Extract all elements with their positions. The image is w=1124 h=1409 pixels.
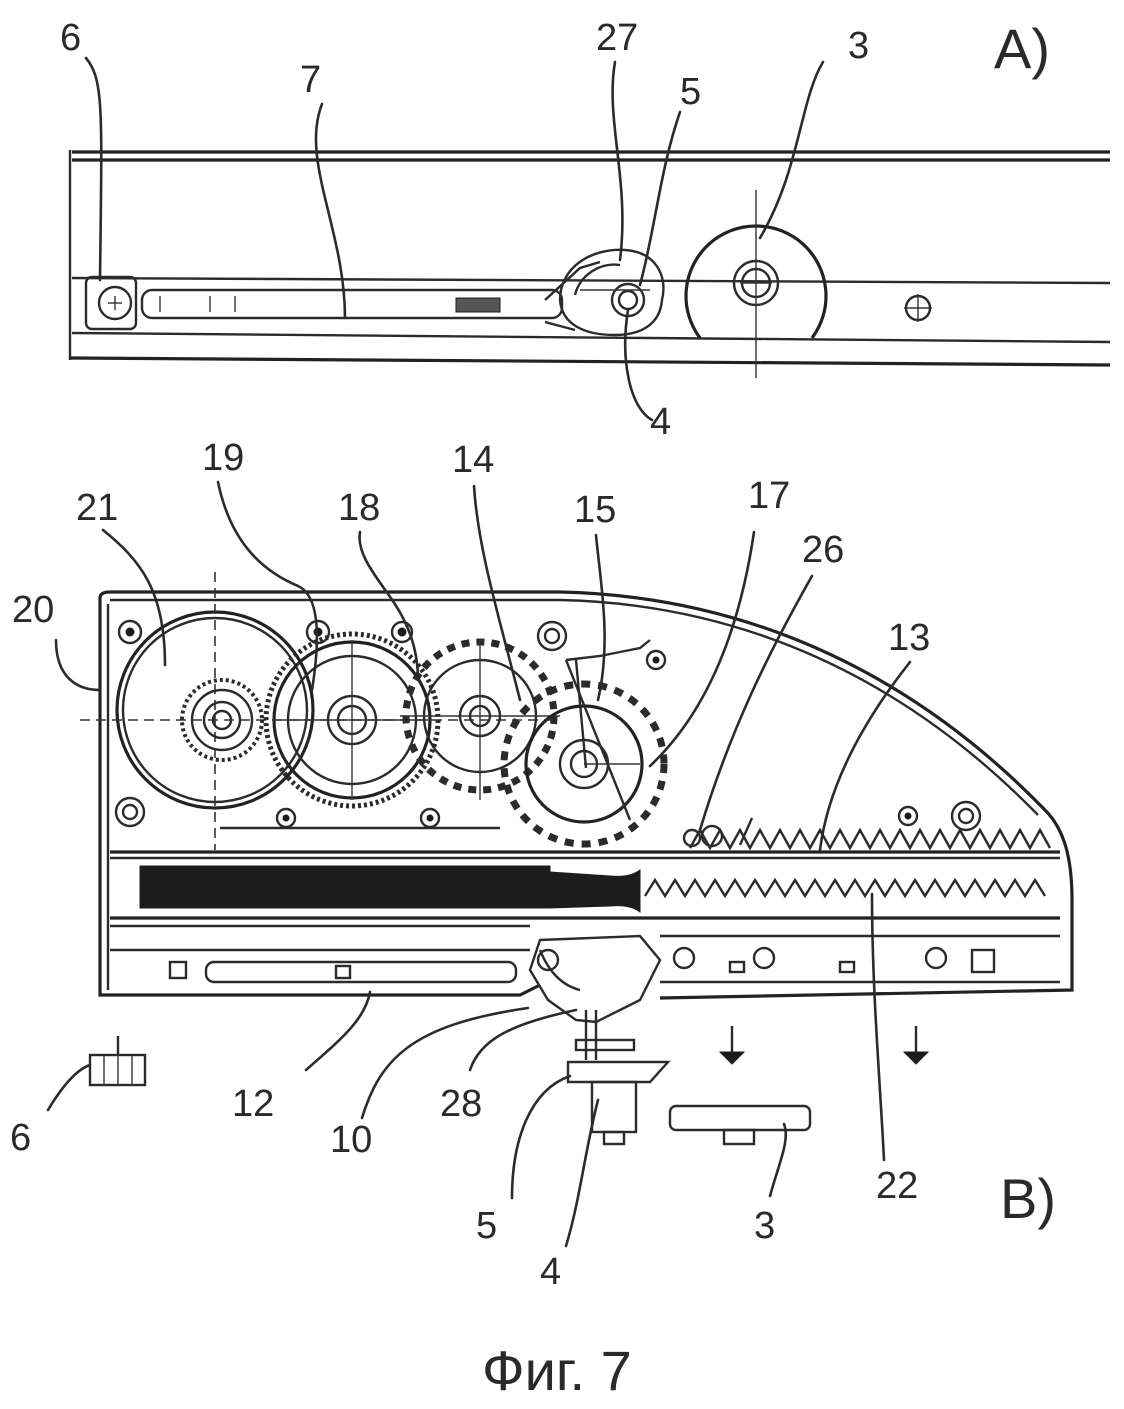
label-5-a: 5 bbox=[680, 71, 701, 113]
lower-right-rail bbox=[660, 936, 1060, 982]
label-14: 14 bbox=[452, 439, 494, 481]
leader-3-a bbox=[760, 62, 823, 238]
label-28: 28 bbox=[440, 1083, 482, 1125]
leader-21 bbox=[103, 530, 165, 665]
label-17: 17 bbox=[748, 475, 790, 517]
gear-18 bbox=[400, 640, 560, 800]
part-3-wheel bbox=[686, 190, 826, 378]
label-13: 13 bbox=[888, 617, 930, 659]
part-27-cam-assembly bbox=[560, 250, 663, 335]
leader-20 bbox=[56, 640, 100, 690]
part-6-end-block bbox=[86, 277, 136, 329]
gear-15 bbox=[504, 640, 664, 844]
leader-5-a bbox=[640, 112, 680, 285]
label-3-b: 3 bbox=[754, 1205, 775, 1247]
label-19: 19 bbox=[202, 437, 244, 479]
screw-hole-a bbox=[904, 294, 932, 322]
leader-28 bbox=[470, 1010, 576, 1070]
view-label-b: B) bbox=[1000, 1167, 1056, 1230]
label-5-b: 5 bbox=[476, 1205, 497, 1247]
label-6-b: 6 bbox=[10, 1117, 31, 1159]
view-label-a: A) bbox=[994, 17, 1050, 80]
leader-12 bbox=[306, 992, 370, 1070]
gear-19 bbox=[266, 634, 438, 806]
leader-4-b bbox=[566, 1100, 598, 1246]
label-7: 7 bbox=[300, 59, 321, 101]
lower-left-rail bbox=[170, 962, 516, 982]
label-6-a: 6 bbox=[60, 17, 81, 59]
part-5-bracket bbox=[568, 1062, 668, 1082]
label-15: 15 bbox=[574, 489, 616, 531]
part-6-exploded bbox=[90, 1036, 145, 1085]
leader-7 bbox=[316, 104, 345, 318]
label-4-b: 4 bbox=[540, 1251, 561, 1293]
label-21: 21 bbox=[76, 487, 118, 529]
part-7-slider bbox=[142, 262, 600, 330]
leader-6-b bbox=[48, 1065, 90, 1110]
leader-15 bbox=[596, 535, 605, 700]
label-20: 20 bbox=[12, 589, 54, 631]
part-10-carriage bbox=[530, 936, 660, 1022]
bosses bbox=[116, 621, 980, 830]
label-4-a: 4 bbox=[650, 401, 671, 443]
label-18: 18 bbox=[338, 487, 380, 529]
label-26: 26 bbox=[802, 529, 844, 571]
label-3-a: 3 bbox=[848, 25, 869, 67]
screws bbox=[720, 1026, 928, 1064]
leader-5-b bbox=[512, 1076, 570, 1198]
label-10: 10 bbox=[330, 1119, 372, 1161]
label-12: 12 bbox=[232, 1083, 274, 1125]
leader-17 bbox=[650, 532, 754, 766]
rack-13 bbox=[690, 830, 1050, 848]
rack-22 bbox=[645, 880, 1045, 896]
figure-caption: Фиг. 7 bbox=[482, 1339, 632, 1402]
label-27: 27 bbox=[596, 17, 638, 59]
view-b: 20 21 19 18 14 15 17 26 13 12 10 28 6 5 … bbox=[10, 437, 1072, 1293]
part-4-roller bbox=[592, 1082, 636, 1144]
leader-6-a bbox=[86, 58, 101, 280]
leader-3-b bbox=[770, 1124, 786, 1196]
label-22: 22 bbox=[876, 1165, 918, 1207]
leader-22 bbox=[872, 894, 884, 1160]
view-a: 6 7 27 5 3 4 A) bbox=[60, 17, 1110, 443]
part-3-wheel-b bbox=[670, 1106, 810, 1144]
